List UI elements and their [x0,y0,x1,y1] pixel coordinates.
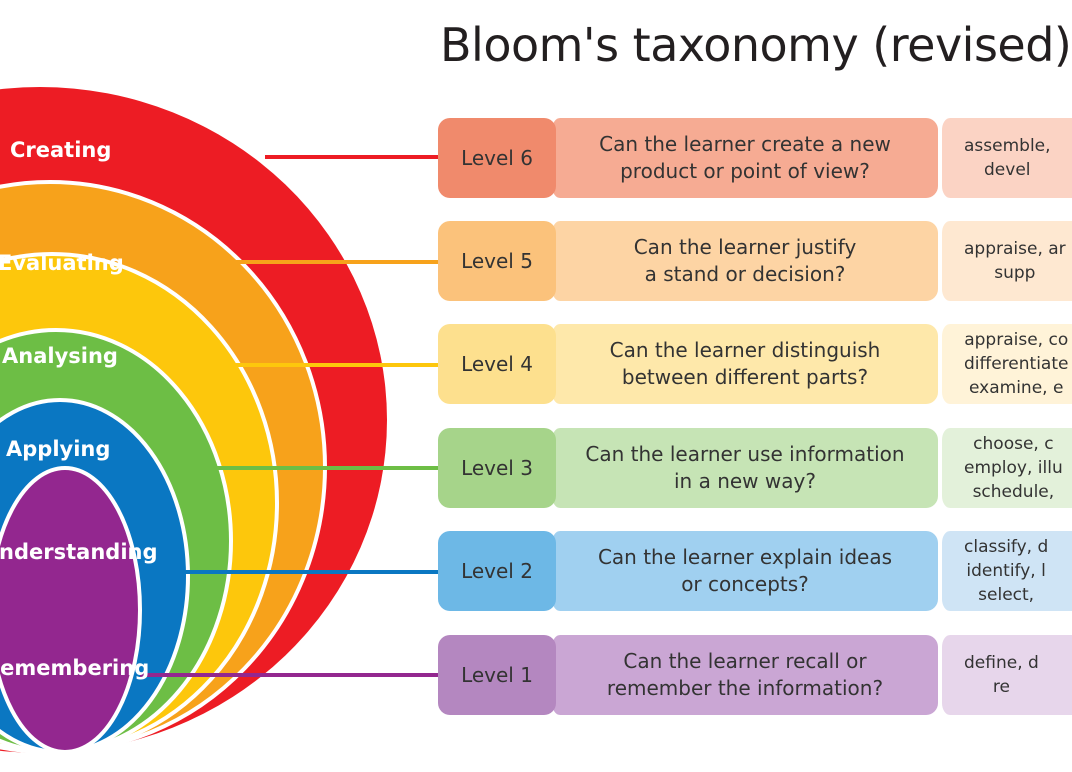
level-badge: Level 6 [438,118,556,198]
ring-label: Understanding [0,540,158,564]
text-line: examine, e [969,378,1064,398]
ring-label: Analysing [2,344,118,368]
level-row: classify, d identify, l select, Can the lea… [438,531,1072,611]
text-line: re [992,677,1010,697]
text-line: appraise, co [964,330,1069,350]
text-line: choose, c [973,434,1054,454]
text-line: or concepts? [681,572,809,596]
question-box: Can the learner recall or remember the in… [548,635,938,715]
level-badge: Level 5 [438,221,556,301]
verbs-box: appraise, ar supp [938,221,1072,301]
text-line: schedule, [972,482,1055,502]
page-title: Bloom's taxonomy (revised) [440,18,1072,72]
verbs-box: appraise, co differentiate examine, e [938,324,1072,404]
text-line: Can the learner use information [585,442,905,466]
text-line: Level 2 [461,558,533,583]
text-line: assemble, [964,136,1051,156]
text-line: differentiate [964,354,1069,374]
text-line: product or point of view? [620,159,870,183]
text-line: Level 6 [461,145,533,170]
verbs-box: classify, d identify, l select, [938,531,1072,611]
text-line: a stand or decision? [644,262,846,286]
text-line: Can the learner justify [633,235,857,259]
level-badge: Level 3 [438,428,556,508]
question-box: Can the learner use information in a new … [548,428,938,508]
text-line: select, [978,585,1035,605]
ring-label: Applying [6,437,111,461]
text-line: Can the learner explain ideas [597,545,893,569]
concentric-rings [0,87,440,754]
question-box: Can the learner justify a stand or decisi… [548,221,938,301]
text-line: Level 5 [461,248,533,273]
text-line: Level 1 [461,662,533,687]
question-box: Can the learner distinguish between diffe… [548,324,938,404]
question-box: Can the learner explain ideas or concepts… [548,531,938,611]
level-row: assemble, devel Can the learner create a n… [438,118,1072,198]
text-line: devel [984,160,1031,180]
question-box: Can the learner create a new product or p… [548,118,938,198]
verbs-box: choose, c employ, illu schedule, [938,428,1072,508]
level-row: appraise, co differentiate examine, e Can t… [438,324,1072,404]
text-line: classify, d [964,537,1049,557]
level-row: define, d re Can the learner recall or reme… [438,635,1072,715]
level-badge: Level 1 [438,635,556,715]
verbs-box: assemble, devel [938,118,1072,198]
text-line: identify, l [966,561,1046,581]
text-line: define, d [964,653,1039,673]
ring-label: Evaluating [0,251,124,275]
text-line: Can the learner create a new [599,132,891,156]
text-line: appraise, ar [964,239,1066,259]
text-line: in a new way? [674,469,816,493]
text-line: remember the information? [606,676,884,700]
verbs-box: define, d re [938,635,1072,715]
text-line: Level 3 [461,455,533,480]
text-line: between different parts? [621,365,869,389]
text-line: Level 4 [461,351,533,376]
level-badge: Level 4 [438,324,556,404]
text-line: supp [994,263,1036,283]
ring-label: Remembering [0,656,150,680]
level-row: appraise, ar supp Can the learner justify a… [438,221,1072,301]
ring-remembering [0,466,142,754]
text-line: employ, illu [964,458,1063,478]
text-line: Can the learner distinguish [609,338,881,362]
text-line: Can the learner recall or [623,649,867,673]
ring-label: Creating [10,138,112,162]
level-row: choose, c employ, illu schedule, Can the le… [438,428,1072,508]
level-badge: Level 2 [438,531,556,611]
